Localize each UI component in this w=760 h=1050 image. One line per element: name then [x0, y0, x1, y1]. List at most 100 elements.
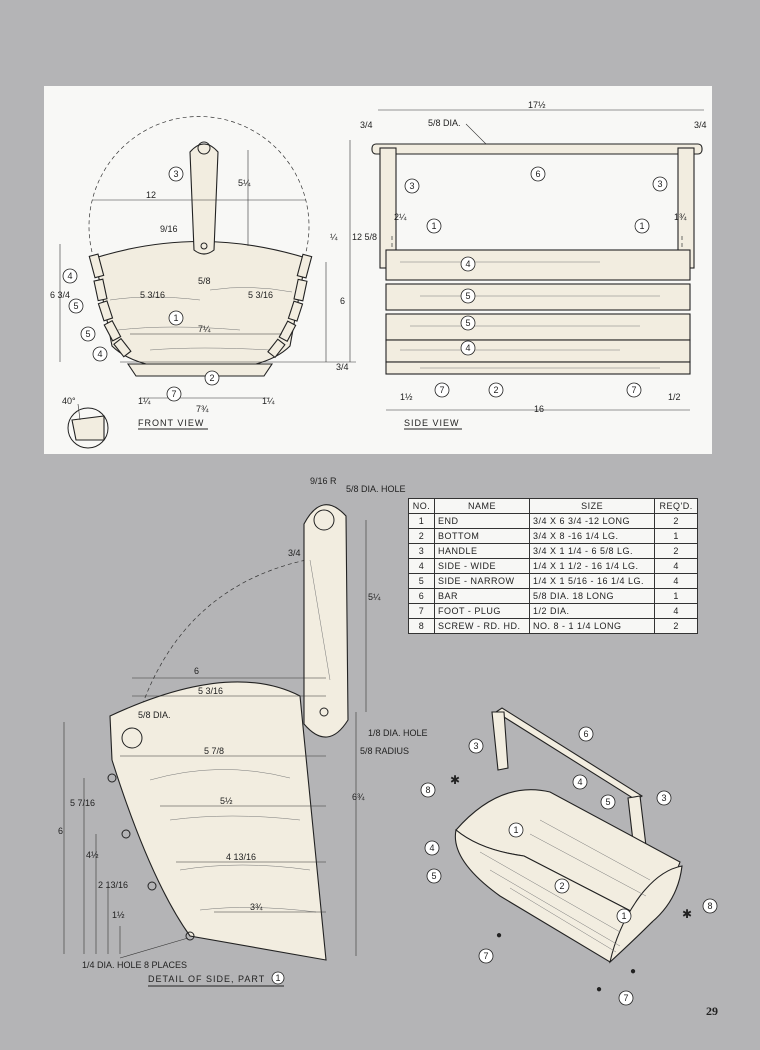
cell-name: END [434, 513, 530, 529]
detail-dim-6-top: 6 [194, 666, 199, 676]
cell-no: 7 [407, 603, 436, 619]
cell-no: 6 [407, 588, 436, 604]
cell-name: BAR [434, 588, 530, 604]
side-dim-2-quarter: 2¼ [394, 212, 407, 222]
front-angle-40: 40° [62, 396, 76, 406]
cell-name: SIDE - WIDE [434, 558, 530, 574]
cell-name: HANDLE [434, 543, 530, 559]
front-callout-3: 3 [173, 169, 178, 179]
front-callout-4b: 4 [97, 349, 102, 359]
detail-note-9-16-r: 9/16 R [310, 476, 337, 486]
detail-title: DETAIL OF SIDE, PART [148, 974, 265, 984]
front-dim-1-quarter-left: 1¼ [138, 396, 151, 406]
foot-plug-icon: ● [596, 984, 602, 995]
front-dim-1-quarter-right: 1¼ [262, 396, 275, 406]
front-callout-5b: 5 [85, 329, 90, 339]
cell-reqd: 2 [654, 543, 698, 559]
side-dim-1-2: 1/2 [668, 392, 681, 402]
front-dim-12-5-8: 12 5/8 [352, 232, 377, 242]
front-dim-handle: 5¼ [238, 178, 251, 188]
iso-callout-8a: 8 [425, 785, 430, 795]
iso-callout-1b: 1 [621, 911, 626, 921]
cell-size: 1/2 DIA. [528, 603, 656, 619]
side-view-title: SIDE VIEW [404, 418, 460, 428]
front-dim-3-4: 3/4 [336, 362, 349, 372]
detail-dim-6-3-4: 6¾ [352, 792, 365, 802]
iso-callout-6: 6 [583, 729, 588, 739]
cell-size: 3/4 X 1 1/4 - 6 5/8 LG. [528, 543, 656, 559]
cell-name: SCREW - RD. HD. [434, 618, 530, 634]
side-dim-3-4-right: 3/4 [694, 120, 707, 130]
cell-size: NO. 8 - 1 1/4 LONG [528, 618, 656, 634]
front-dim-quarter: ¼ [330, 232, 338, 242]
cell-no: 4 [407, 558, 436, 574]
detail-dim-3-4: 3/4 [288, 548, 301, 558]
iso-callout-4a: 4 [577, 777, 582, 787]
cell-reqd: 4 [654, 603, 698, 619]
front-callout-4a: 4 [67, 271, 72, 281]
cell-size: 3/4 X 8 -16 1/4 LG. [528, 528, 656, 544]
iso-callout-3a: 3 [473, 741, 478, 751]
cell-no: 8 [407, 618, 436, 634]
page-number: 29 [706, 1004, 718, 1018]
front-dim-6: 6 [340, 296, 345, 306]
front-side-views: 12 5¼ 9/16 ¼ 5/8 5 3/16 5 3/16 12 5/8 6 … [50, 100, 707, 449]
side-callout-3a: 3 [409, 181, 414, 191]
front-callout-5a: 5 [73, 301, 78, 311]
iso-callout-5b: 5 [431, 871, 436, 881]
cell-name: SIDE - NARROW [434, 573, 530, 589]
detail-title-part: 1 [275, 973, 280, 983]
cell-name: FOOT - PLUG [434, 603, 530, 619]
front-dim-7-3-4: 7¾ [196, 404, 209, 414]
side-callout-7b: 7 [631, 385, 636, 395]
iso-callout-2: 2 [559, 881, 564, 891]
side-callout-1a: 1 [431, 221, 436, 231]
side-view: 17½ 3/4 3/4 5/8 DIA. 2¼ 1¾ 16 1½ 1/2 SID… [360, 100, 707, 430]
detail-note-radius: 5/8 RADIUS [360, 746, 409, 756]
cell-size: 1/4 X 1 5/16 - 16 1/4 LG. [528, 573, 656, 589]
iso-callout-7a: 7 [483, 951, 488, 961]
detail-dim-2-13-16: 2 13/16 [98, 880, 128, 890]
detail-dim-5-half: 5½ [220, 796, 233, 806]
cell-reqd: 4 [654, 558, 698, 574]
detail-dim-4-half: 4½ [86, 850, 99, 860]
front-view-title: FRONT VIEW [138, 418, 204, 428]
front-dim-5-3-16-right: 5 3/16 [248, 290, 273, 300]
cell-reqd: 2 [654, 513, 698, 529]
col-name: NAME [434, 498, 530, 514]
iso-callout-8b: 8 [707, 901, 712, 911]
side-dim-1-3-4: 1¾ [674, 212, 687, 222]
front-dim-7-quarter: 7¼ [198, 324, 211, 334]
iso-callout-1a: 1 [513, 825, 518, 835]
front-callout-7: 7 [171, 389, 176, 399]
front-callout-1: 1 [173, 313, 178, 323]
isometric-view: 3 6 3 4 5 1 4 5 2 1 8 8 7 7 ✱ ✱ ● ● ● [420, 707, 718, 1006]
cell-no: 5 [407, 573, 436, 589]
front-dim-12: 12 [146, 190, 156, 200]
detail-dim-5-quarter: 5¼ [368, 592, 381, 602]
detail-dim-6-left: 6 [58, 826, 63, 836]
side-callout-2: 2 [493, 385, 498, 395]
front-view: 12 5¼ 9/16 ¼ 5/8 5 3/16 5 3/16 12 5/8 6 … [50, 116, 377, 449]
foot-plug-icon: ● [630, 966, 636, 977]
cell-reqd: 1 [654, 588, 698, 604]
side-callout-7a: 7 [439, 385, 444, 395]
cell-reqd: 4 [654, 573, 698, 589]
side-callout-4b: 4 [465, 343, 470, 353]
iso-callout-4b: 4 [429, 843, 434, 853]
cell-no: 3 [407, 543, 436, 559]
iso-callout-3b: 3 [661, 793, 666, 803]
detail-dim-5-3-16: 5 3/16 [198, 686, 223, 696]
screw-icon: ✱ [450, 773, 460, 787]
cell-size: 3/4 X 6 3/4 -12 LONG [528, 513, 656, 529]
col-no: NO. [407, 498, 436, 514]
parts-table-header: NO. NAME SIZE REQ'D. [407, 498, 698, 514]
detail-dim-5-7-8: 5 7/8 [204, 746, 224, 756]
